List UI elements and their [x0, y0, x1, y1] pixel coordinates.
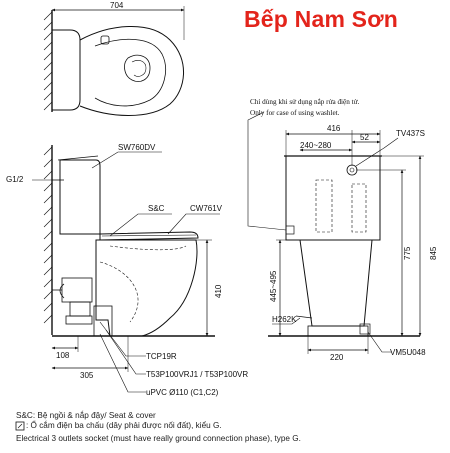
tank-label: SW760DV: [118, 143, 156, 152]
pipe-adapter-label: T53P100VRJ1 / T53P100VR: [146, 370, 248, 379]
valve-label: TV437S: [396, 129, 425, 138]
legend-seat-cover: S&C: Bệ ngồi & nắp đậy/ Seat & cover: [16, 411, 156, 420]
front-view: [247, 111, 424, 354]
offset-52-dim: 52: [360, 133, 369, 142]
washlet-note-vi: Chỉ dùng khi sử dụng nắp rửa điện tử.: [250, 98, 360, 106]
rough-in-305-dim: 305: [80, 371, 94, 380]
washlet-note-en: Only for case of using washlet.: [250, 109, 340, 117]
range-240-280-dim: 240~280: [300, 141, 332, 150]
height-845-dim: 845: [429, 246, 438, 260]
brand-title: Bếp Nam Sơn: [244, 6, 399, 32]
stop-valve-label: VM5U048: [390, 348, 426, 357]
back-108-dim: 108: [56, 351, 70, 360]
height-410-dim: 410: [214, 284, 223, 298]
g12-label: G1/2: [6, 175, 24, 184]
side-view: [32, 145, 220, 393]
seat-label: S&C: [148, 204, 165, 213]
pipe-label: uPVC Ø110 (C1,C2): [146, 388, 219, 397]
range-445-495-dim: 445~495: [269, 270, 278, 302]
hose-label: H262K: [272, 315, 297, 324]
socket-symbol-icon: [15, 421, 25, 431]
overall-width-416-dim: 416: [327, 124, 341, 133]
top-view: [43, 6, 185, 116]
flange-label: TCP19R: [146, 352, 177, 361]
legend-socket-vi: : Ổ cắm điện ba chấu (dây phải được nối …: [26, 421, 222, 430]
bowl-label: CW761V: [190, 204, 223, 213]
top-width-dim: 704: [110, 1, 124, 10]
height-775-dim: 775: [403, 246, 412, 260]
legend-socket-en: Electrical 3 outlets socket (must have r…: [16, 434, 301, 443]
base-220-dim: 220: [330, 353, 344, 362]
